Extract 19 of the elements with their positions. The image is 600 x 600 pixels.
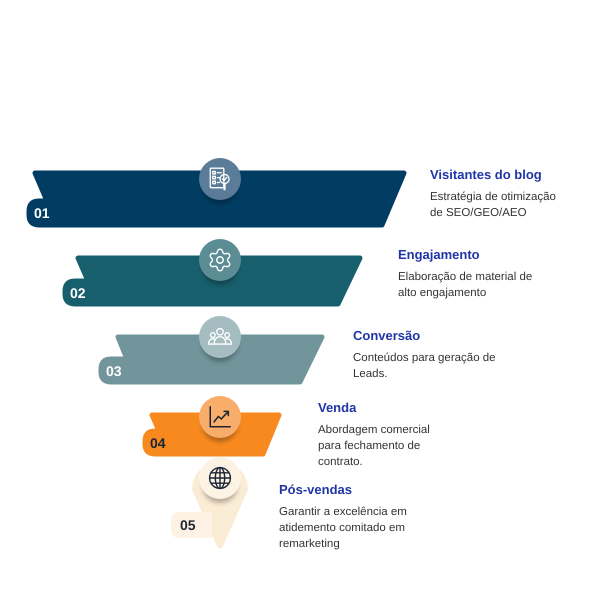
step-number: 04	[150, 434, 166, 452]
stage-description: Estratégia de otimização de SEO/GEO/AEO	[430, 190, 557, 221]
stage-title: Conversão	[353, 328, 422, 344]
stage-title: Venda	[318, 400, 358, 416]
funnel-stage	[26, 170, 407, 228]
stage-title: Visitantes do blog	[430, 167, 543, 183]
step-number: 01	[34, 204, 50, 223]
stage-description: Garantir a excelência em atidemento comitado em remarketing	[279, 505, 408, 552]
funnel-stage	[170, 457, 250, 551]
stage-description: Elaboração de material de alto engajamento	[398, 270, 534, 301]
stage-title: Engajamento	[398, 247, 481, 263]
stage-description: Conteúdos para geração de Leads.	[353, 351, 497, 382]
step-number: 02	[70, 284, 86, 302]
stage-description: Abordagem comercial para fechamento de contrato.	[318, 423, 431, 470]
funnel-stage	[62, 255, 363, 307]
step-number: 03	[106, 362, 122, 380]
stage-title: Pós-vendas	[279, 482, 353, 498]
step-number: 05	[180, 516, 196, 535]
funnel-stage	[98, 334, 325, 385]
